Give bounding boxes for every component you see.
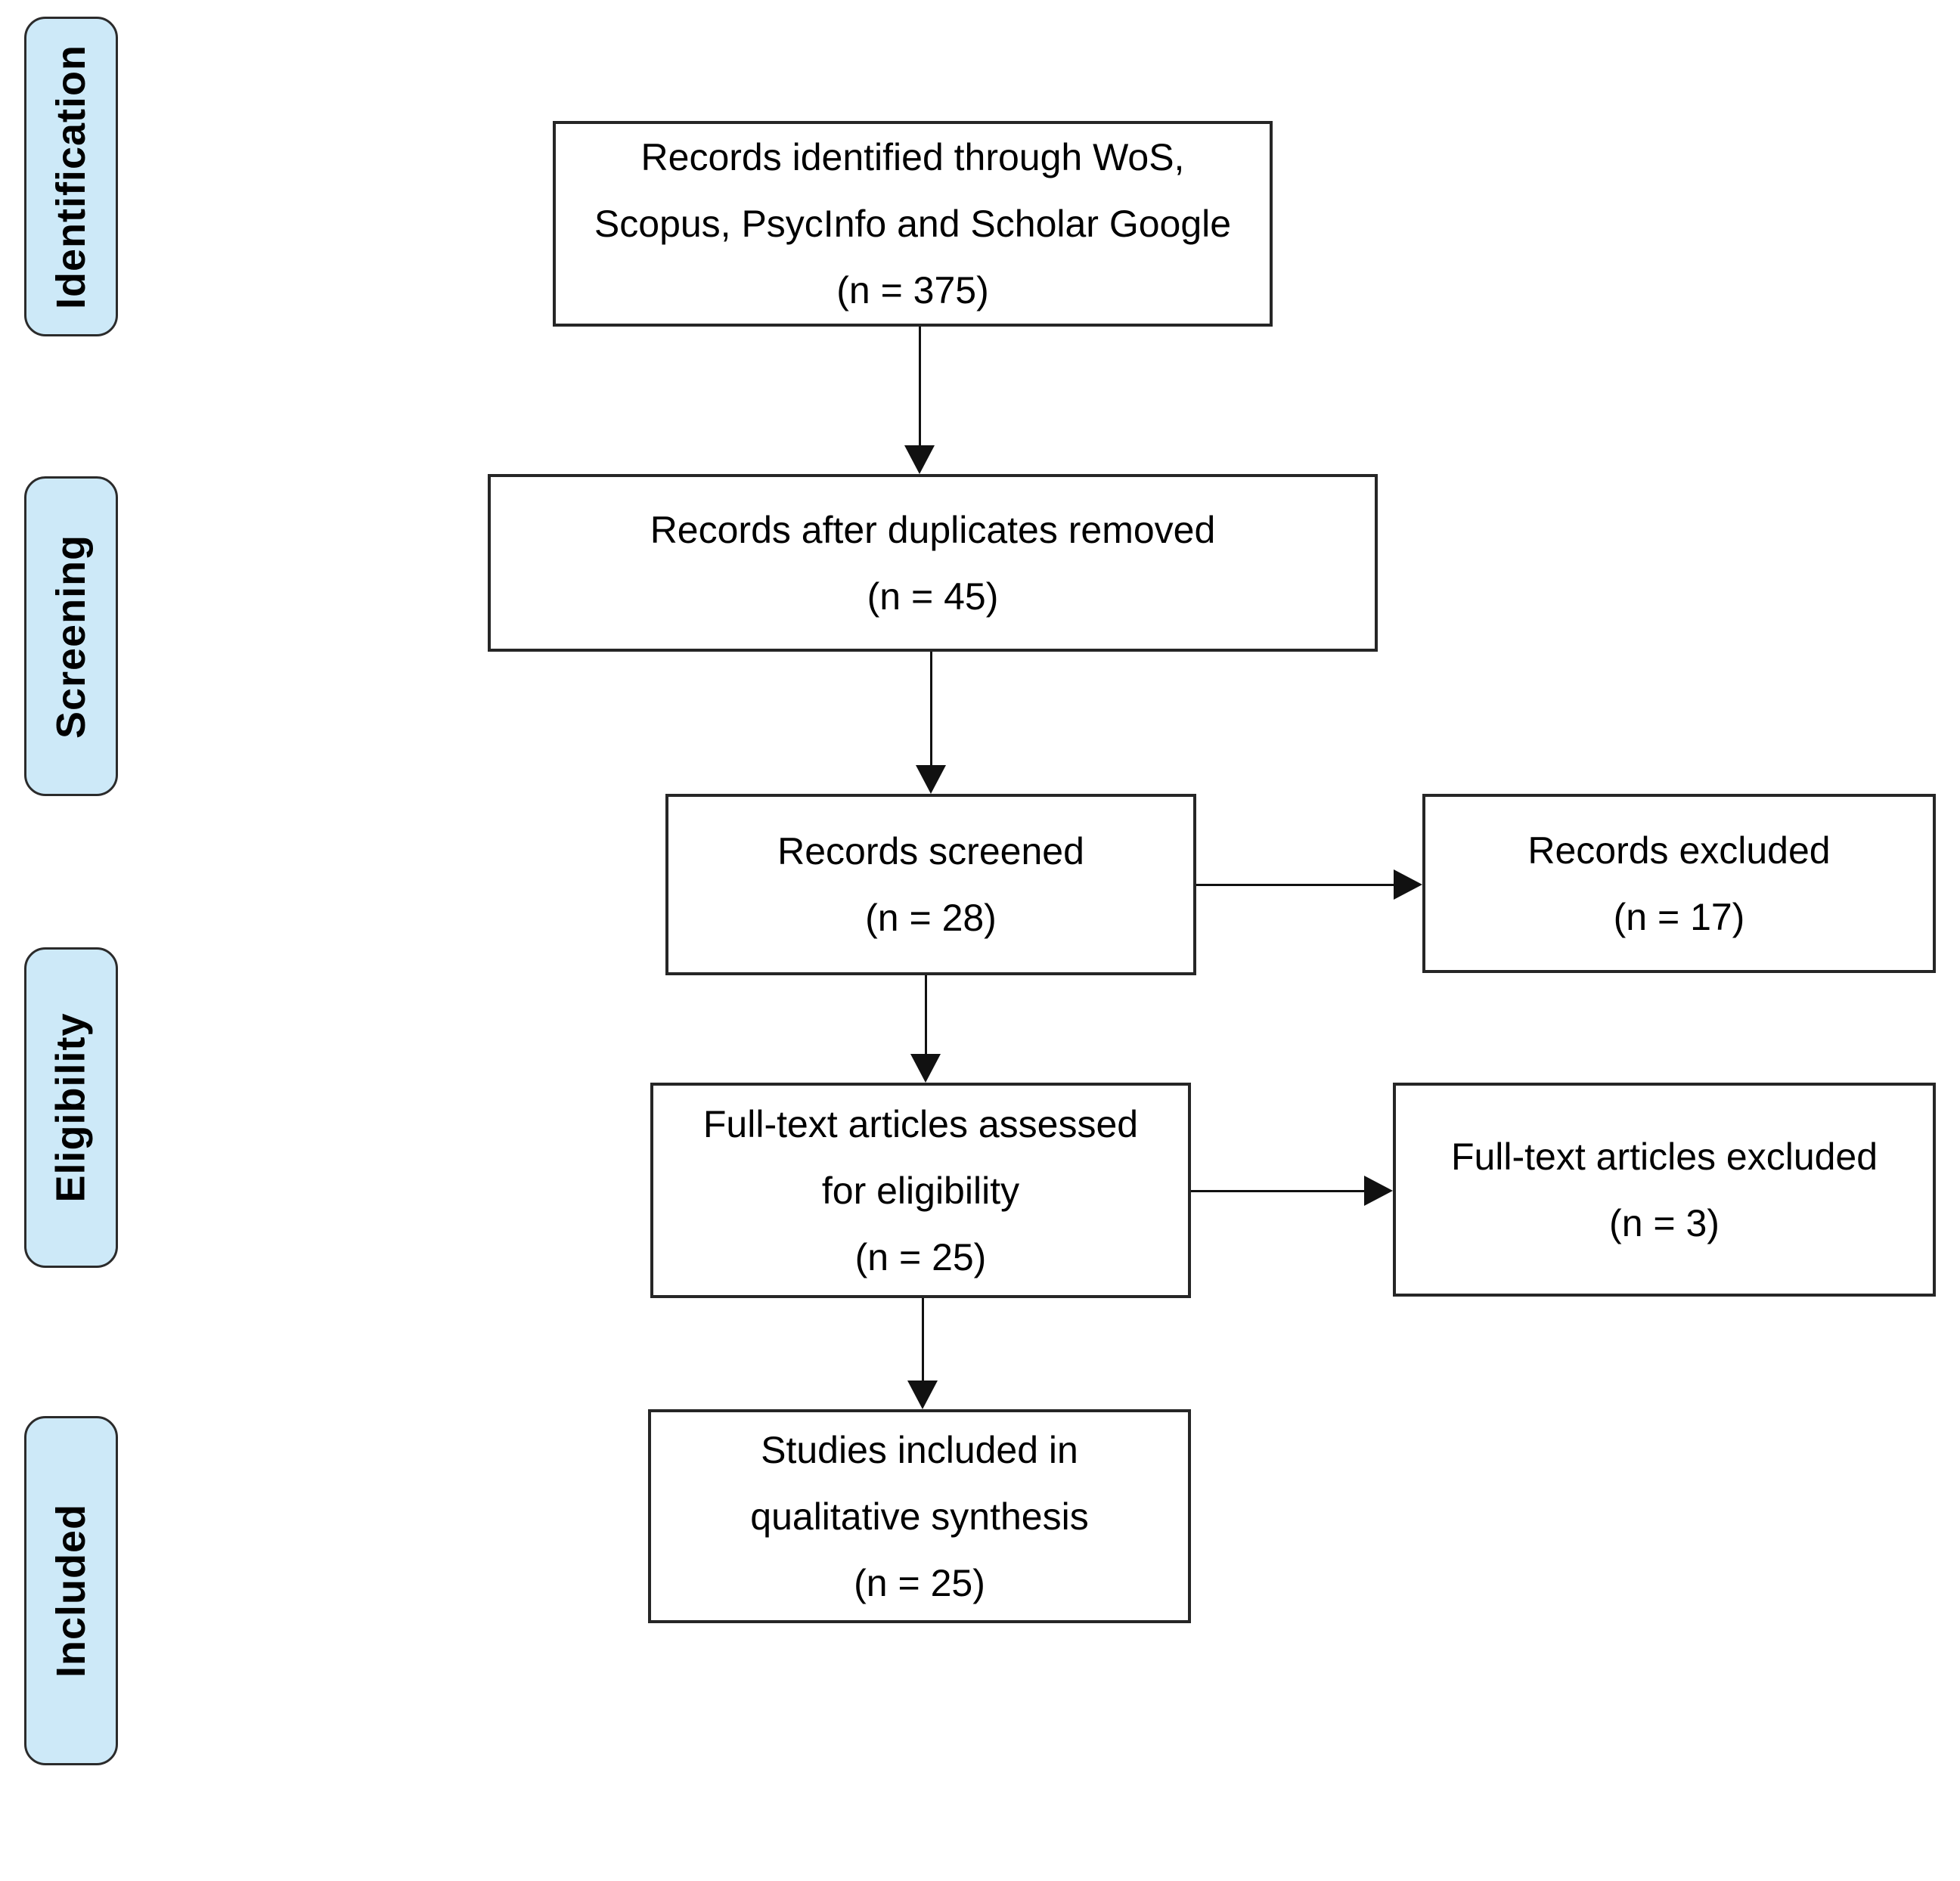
box-text: Records identified through WoS, Scopus, …	[594, 136, 1232, 311]
arrow-line	[921, 1298, 924, 1381]
box-fulltext-assessed: Full-text articles assessed for eligibil…	[650, 1083, 1191, 1298]
arrow-fulltext-to-included	[907, 1298, 938, 1409]
arrow-head-down-icon	[916, 765, 946, 794]
box-text: Full-text articles assessed for eligibil…	[702, 1102, 1139, 1278]
stage-eligibility: Eligibility	[24, 947, 118, 1268]
box-records-screened: Records screened (n = 28)	[665, 794, 1196, 975]
stage-label: Screening	[48, 534, 94, 739]
arrow-line	[924, 975, 927, 1054]
box-text: Records screened (n = 28)	[777, 830, 1084, 939]
arrow-fulltext-to-excluded	[1191, 1176, 1393, 1206]
arrow-screened-to-excluded	[1196, 869, 1422, 900]
box-text: Records after duplicates removed (n = 45…	[650, 508, 1216, 618]
arrow-line	[1196, 883, 1394, 886]
box-text: Full-text articles excluded (n = 3)	[1450, 1135, 1878, 1244]
box-studies-included: Studies included in qualitative synthesi…	[648, 1409, 1191, 1623]
stage-label: Identification	[48, 44, 94, 309]
arrow-head-right-icon	[1364, 1176, 1393, 1206]
arrow-head-down-icon	[910, 1054, 941, 1083]
arrow-line	[918, 327, 921, 445]
arrow-identified-to-duplicates	[904, 327, 935, 474]
box-text: Studies included in qualitative synthesi…	[750, 1428, 1089, 1604]
box-fulltext-excluded: Full-text articles excluded (n = 3)	[1393, 1083, 1936, 1297]
arrow-line	[929, 652, 932, 765]
stage-screening: Screening	[24, 476, 118, 796]
box-records-identified: Records identified through WoS, Scopus, …	[553, 121, 1273, 327]
arrow-head-right-icon	[1394, 869, 1422, 900]
arrow-screened-to-fulltext	[910, 975, 941, 1083]
stage-label: Eligibility	[48, 1012, 94, 1203]
stage-identification: Identification	[24, 17, 118, 336]
stage-label: Included	[48, 1503, 95, 1678]
box-records-excluded: Records excluded (n = 17)	[1422, 794, 1936, 973]
arrow-duplicates-to-screened	[916, 652, 946, 794]
arrow-line	[1191, 1189, 1364, 1192]
box-text: Records excluded (n = 17)	[1527, 829, 1831, 938]
arrow-head-down-icon	[904, 445, 935, 474]
arrow-head-down-icon	[907, 1381, 938, 1409]
box-duplicates-removed: Records after duplicates removed (n = 45…	[488, 474, 1378, 652]
stage-included: Included	[24, 1416, 118, 1765]
